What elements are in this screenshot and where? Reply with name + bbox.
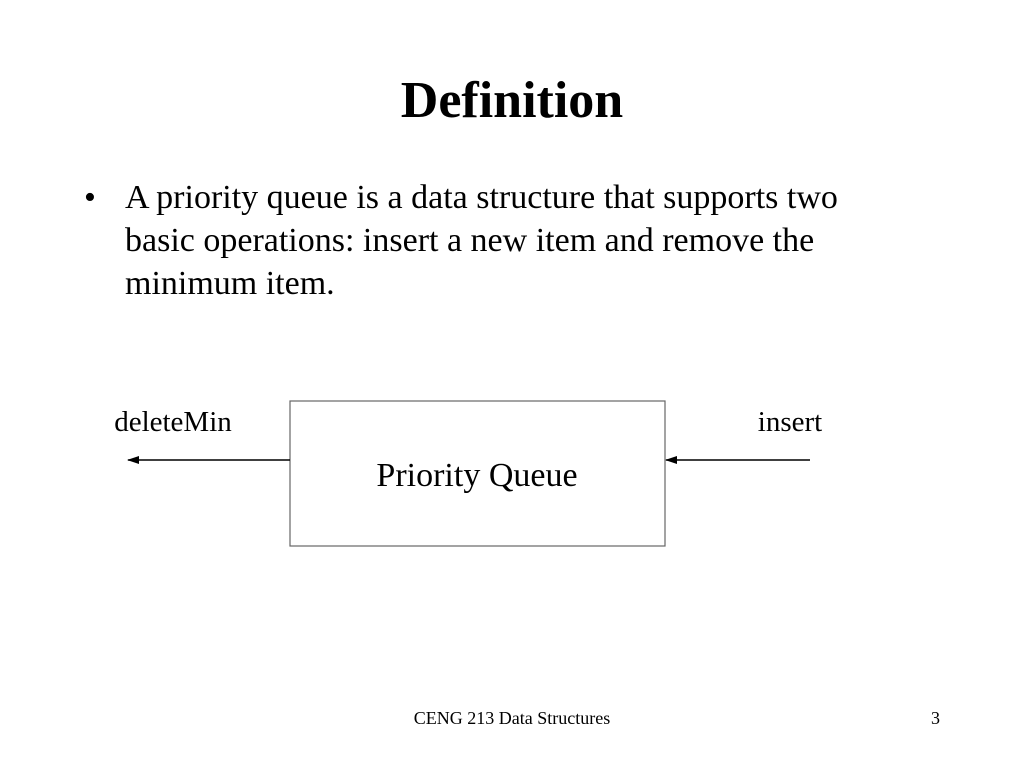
priority-queue-box [289,400,666,547]
priority-queue-label: Priority Queue [376,457,577,494]
insert-label: insert [758,406,822,438]
footer-page-number: 3 [931,708,940,728]
deletemin-label: deleteMin [114,406,232,438]
bullet-list: • A priority queue is a data structure t… [84,176,914,305]
footer-course: CENG 213 Data Structures [413,708,611,728]
bullet-text: A priority queue is a data structure tha… [125,179,838,302]
slide-title: Definition [400,72,624,129]
bullet-marker: • [84,179,96,216]
bullet-item: • A priority queue is a data structure t… [84,176,914,305]
